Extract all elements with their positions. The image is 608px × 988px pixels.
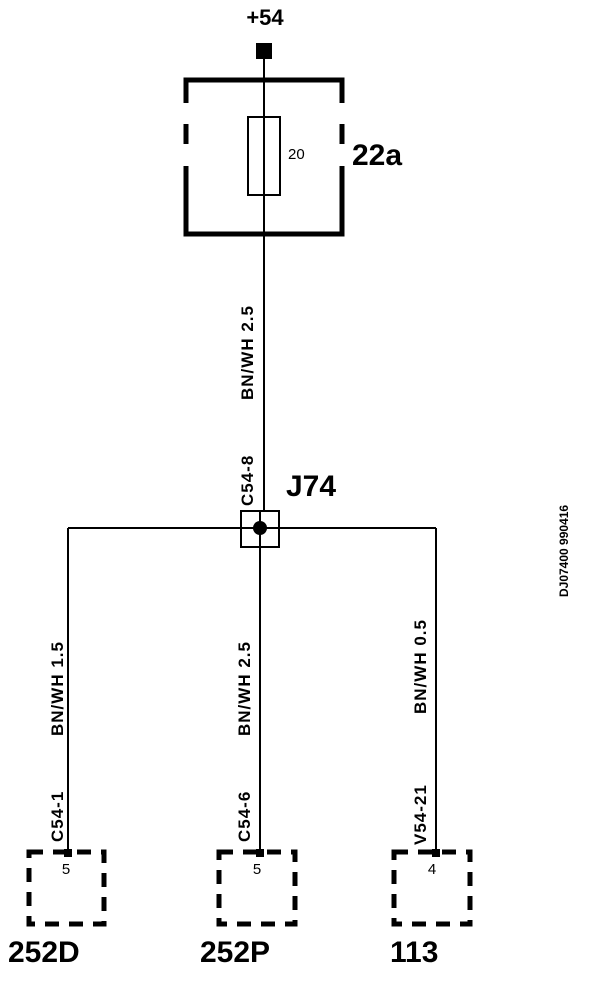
main-wire-spec: BN/WH 2.5 [238,305,257,400]
branch-2-pin: 5 [253,861,261,878]
branch-1-connector: C54-1 [48,791,67,842]
branch-1-wire-spec: BN/WH 1.5 [48,641,67,736]
branch-1-pin: 5 [62,861,70,878]
supply-label: +54 [246,5,284,30]
branch-3-pin: 4 [428,861,436,878]
doc-reference: DJ07400 990416 [557,505,571,597]
fuse-box-id: 22a [352,139,402,172]
component-252d-label: 252D [8,936,80,969]
branch-3-connector: V54-21 [411,784,430,845]
branch-2-connector: C54-6 [235,791,254,842]
component-113-label: 113 [390,936,438,969]
main-wire-connector: C54-8 [238,455,257,506]
supply-terminal [256,43,272,59]
fuse-box [183,77,345,237]
junction-id: J74 [286,470,336,503]
branch-2-wire-spec: BN/WH 2.5 [235,641,254,736]
fuse-rating: 20 [288,146,305,163]
component-252p-label: 252P [200,936,270,969]
branch-3-wire-spec: BN/WH 0.5 [411,619,430,714]
junction-dot [253,521,267,535]
